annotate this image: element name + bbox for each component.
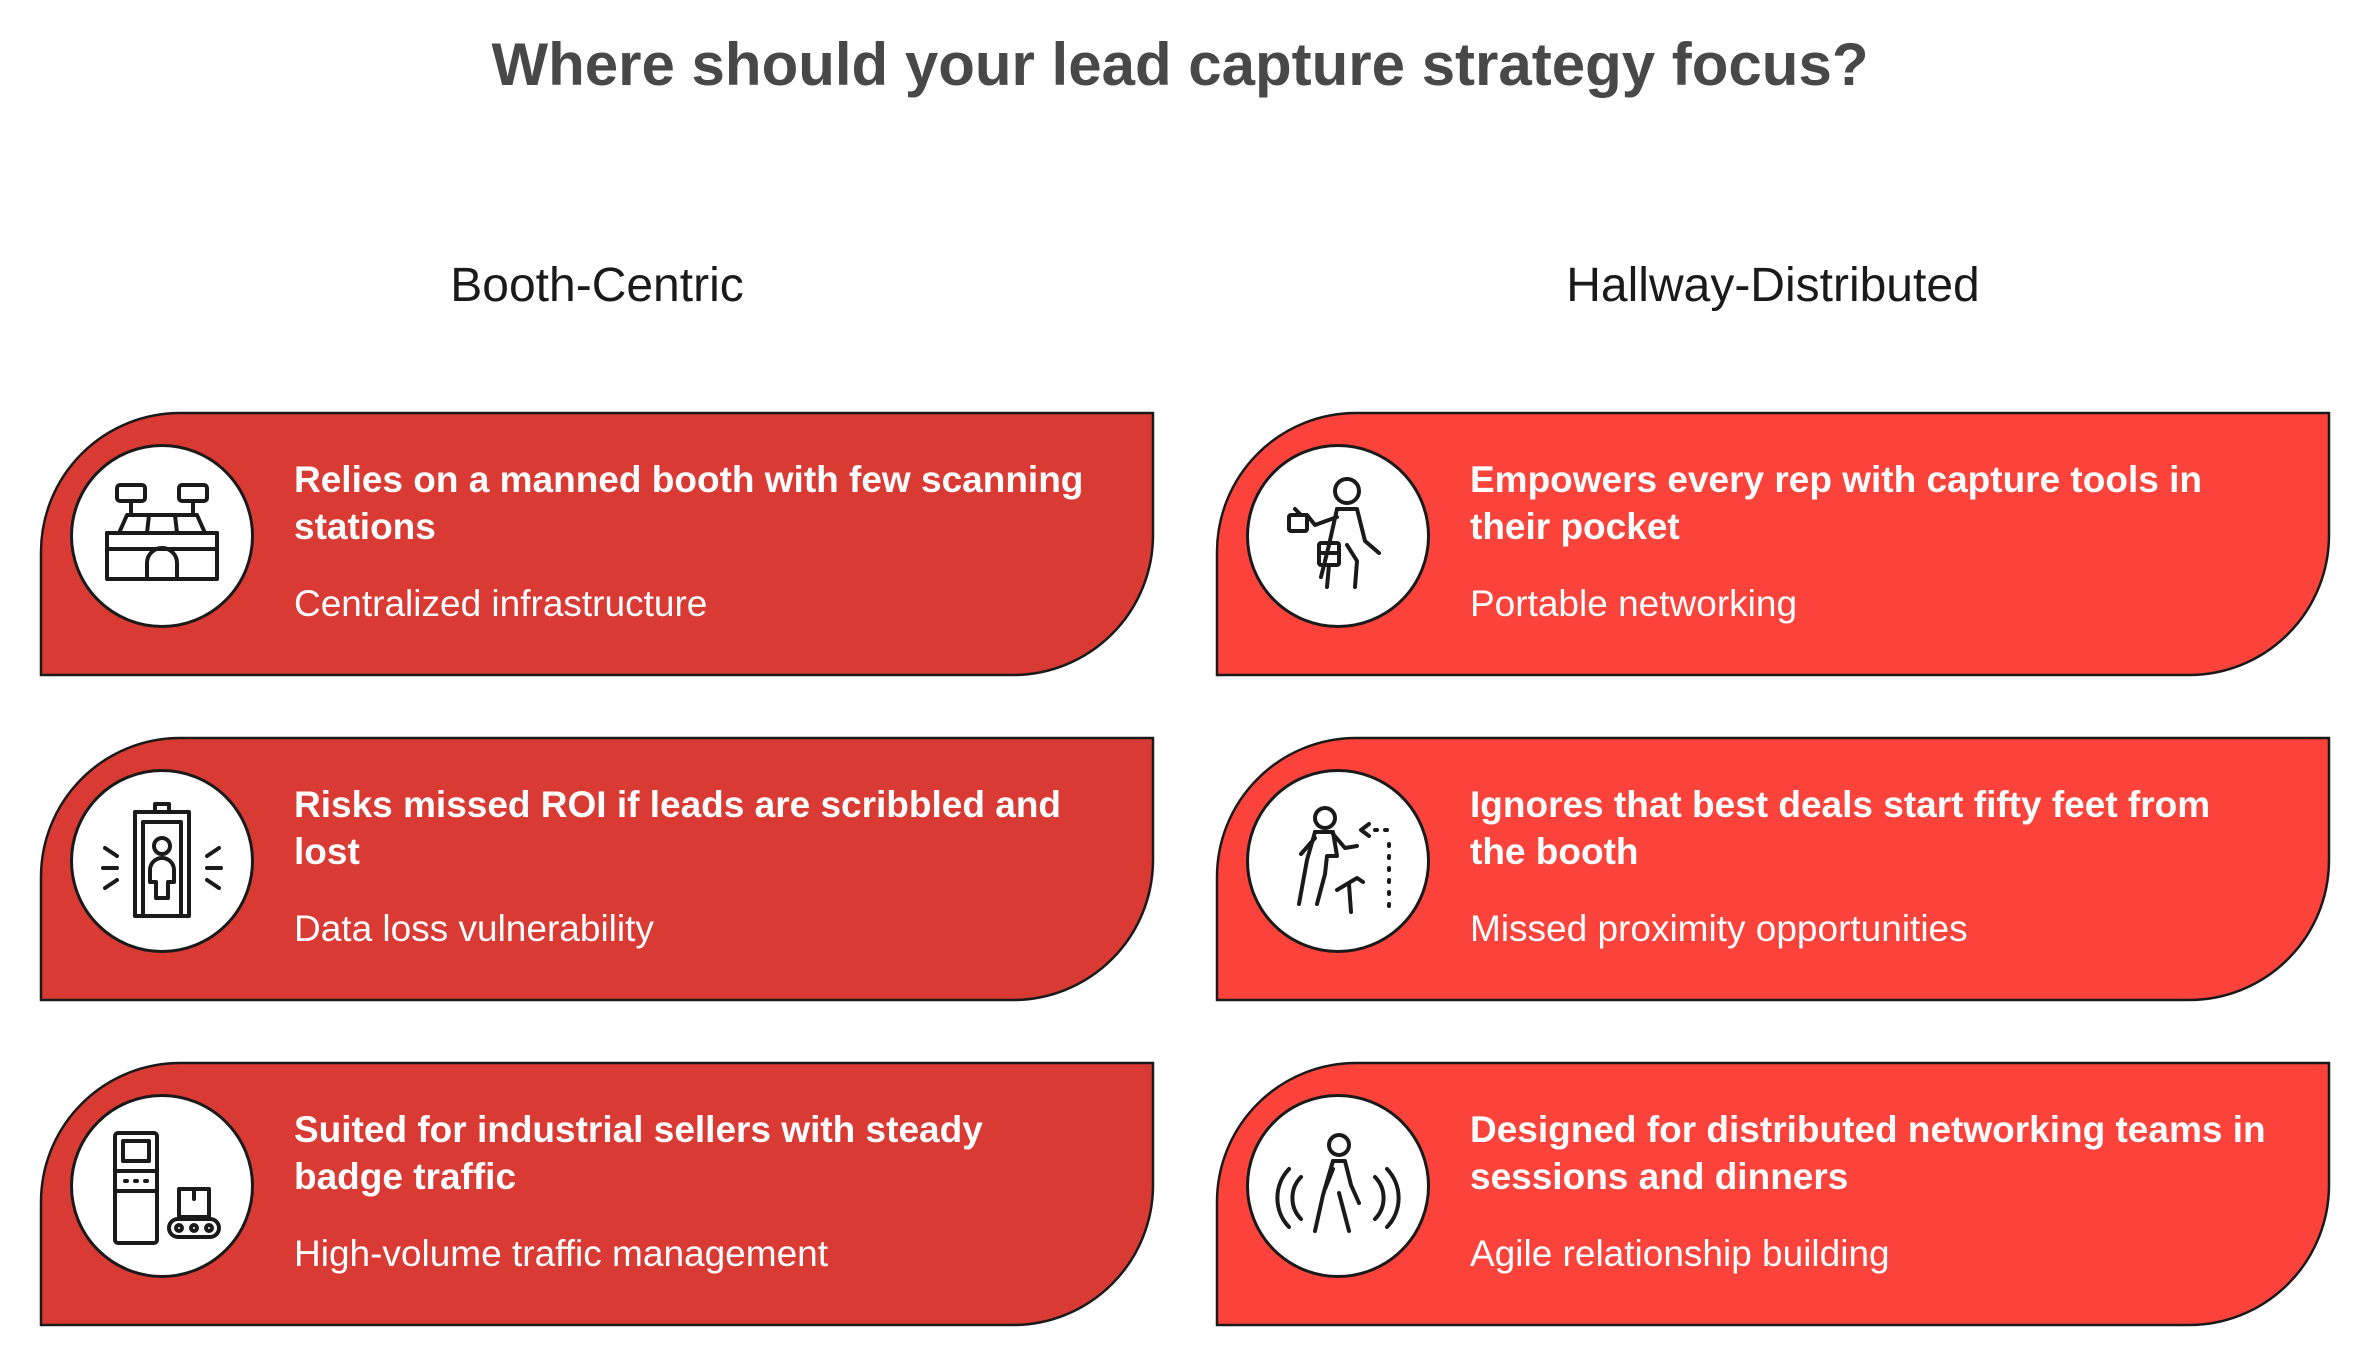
card-subtext: Data loss vulnerability — [294, 908, 654, 949]
card-headline: Empowers every rep with capture tools in… — [1470, 459, 2202, 547]
card-shape — [1215, 1061, 2331, 1327]
icon-circle — [1246, 444, 1430, 628]
card-headline: Suited for industrial sellers with stead… — [294, 1109, 983, 1197]
card-hallway-3: Designed for distributed networking team… — [1215, 1061, 2331, 1327]
card-subtext: Centralized infrastructure — [294, 583, 708, 624]
card-hallway-1: Empowers every rep with capture tools in… — [1215, 411, 2331, 677]
card-headline: Designed for distributed networking team… — [1470, 1109, 2266, 1197]
icon-circle — [70, 1094, 254, 1278]
card-shape — [39, 411, 1155, 677]
networking-person-icon — [1275, 1133, 1401, 1233]
icon-circle — [70, 444, 254, 628]
card-booth-2: Risks missed ROI if leads are scribbled … — [39, 736, 1155, 1002]
card-shape — [1215, 411, 2331, 677]
card-subtext: Agile relationship building — [1470, 1233, 1890, 1274]
card-hallway-2: Ignores that best deals start fifty feet… — [1215, 736, 2331, 1002]
column-heading-booth-centric: Booth-Centric — [450, 259, 744, 312]
card-booth-1: Relies on a manned booth with few scanni… — [39, 411, 1155, 677]
walking-rep-icon — [1287, 477, 1381, 589]
icon-circle — [1246, 769, 1430, 953]
icon-circle — [70, 769, 254, 953]
booth-icon — [105, 483, 219, 581]
security-scanner-icon — [101, 802, 223, 918]
column-heading-hallway-distributed: Hallway-Distributed — [1566, 259, 1980, 312]
card-headline: Ignores that best deals start fifty feet… — [1470, 784, 2211, 872]
card-subtext: High-volume traffic management — [294, 1233, 829, 1274]
icon-circle — [1246, 1094, 1430, 1278]
card-headline: Risks missed ROI if leads are scribbled … — [294, 784, 1062, 872]
card-shape — [39, 1061, 1155, 1327]
card-subtext: Missed proximity opportunities — [1470, 908, 1968, 949]
card-headline: Relies on a manned booth with few scanni… — [294, 459, 1084, 547]
card-booth-3: Suited for industrial sellers with stead… — [39, 1061, 1155, 1327]
page-title: Where should your lead capture strategy … — [491, 31, 1869, 98]
card-shape — [39, 736, 1155, 1002]
proximity-walk-icon — [1297, 806, 1391, 914]
card-subtext: Portable networking — [1470, 583, 1798, 624]
kiosk-conveyor-icon — [113, 1131, 221, 1245]
card-shape — [1215, 736, 2331, 1002]
